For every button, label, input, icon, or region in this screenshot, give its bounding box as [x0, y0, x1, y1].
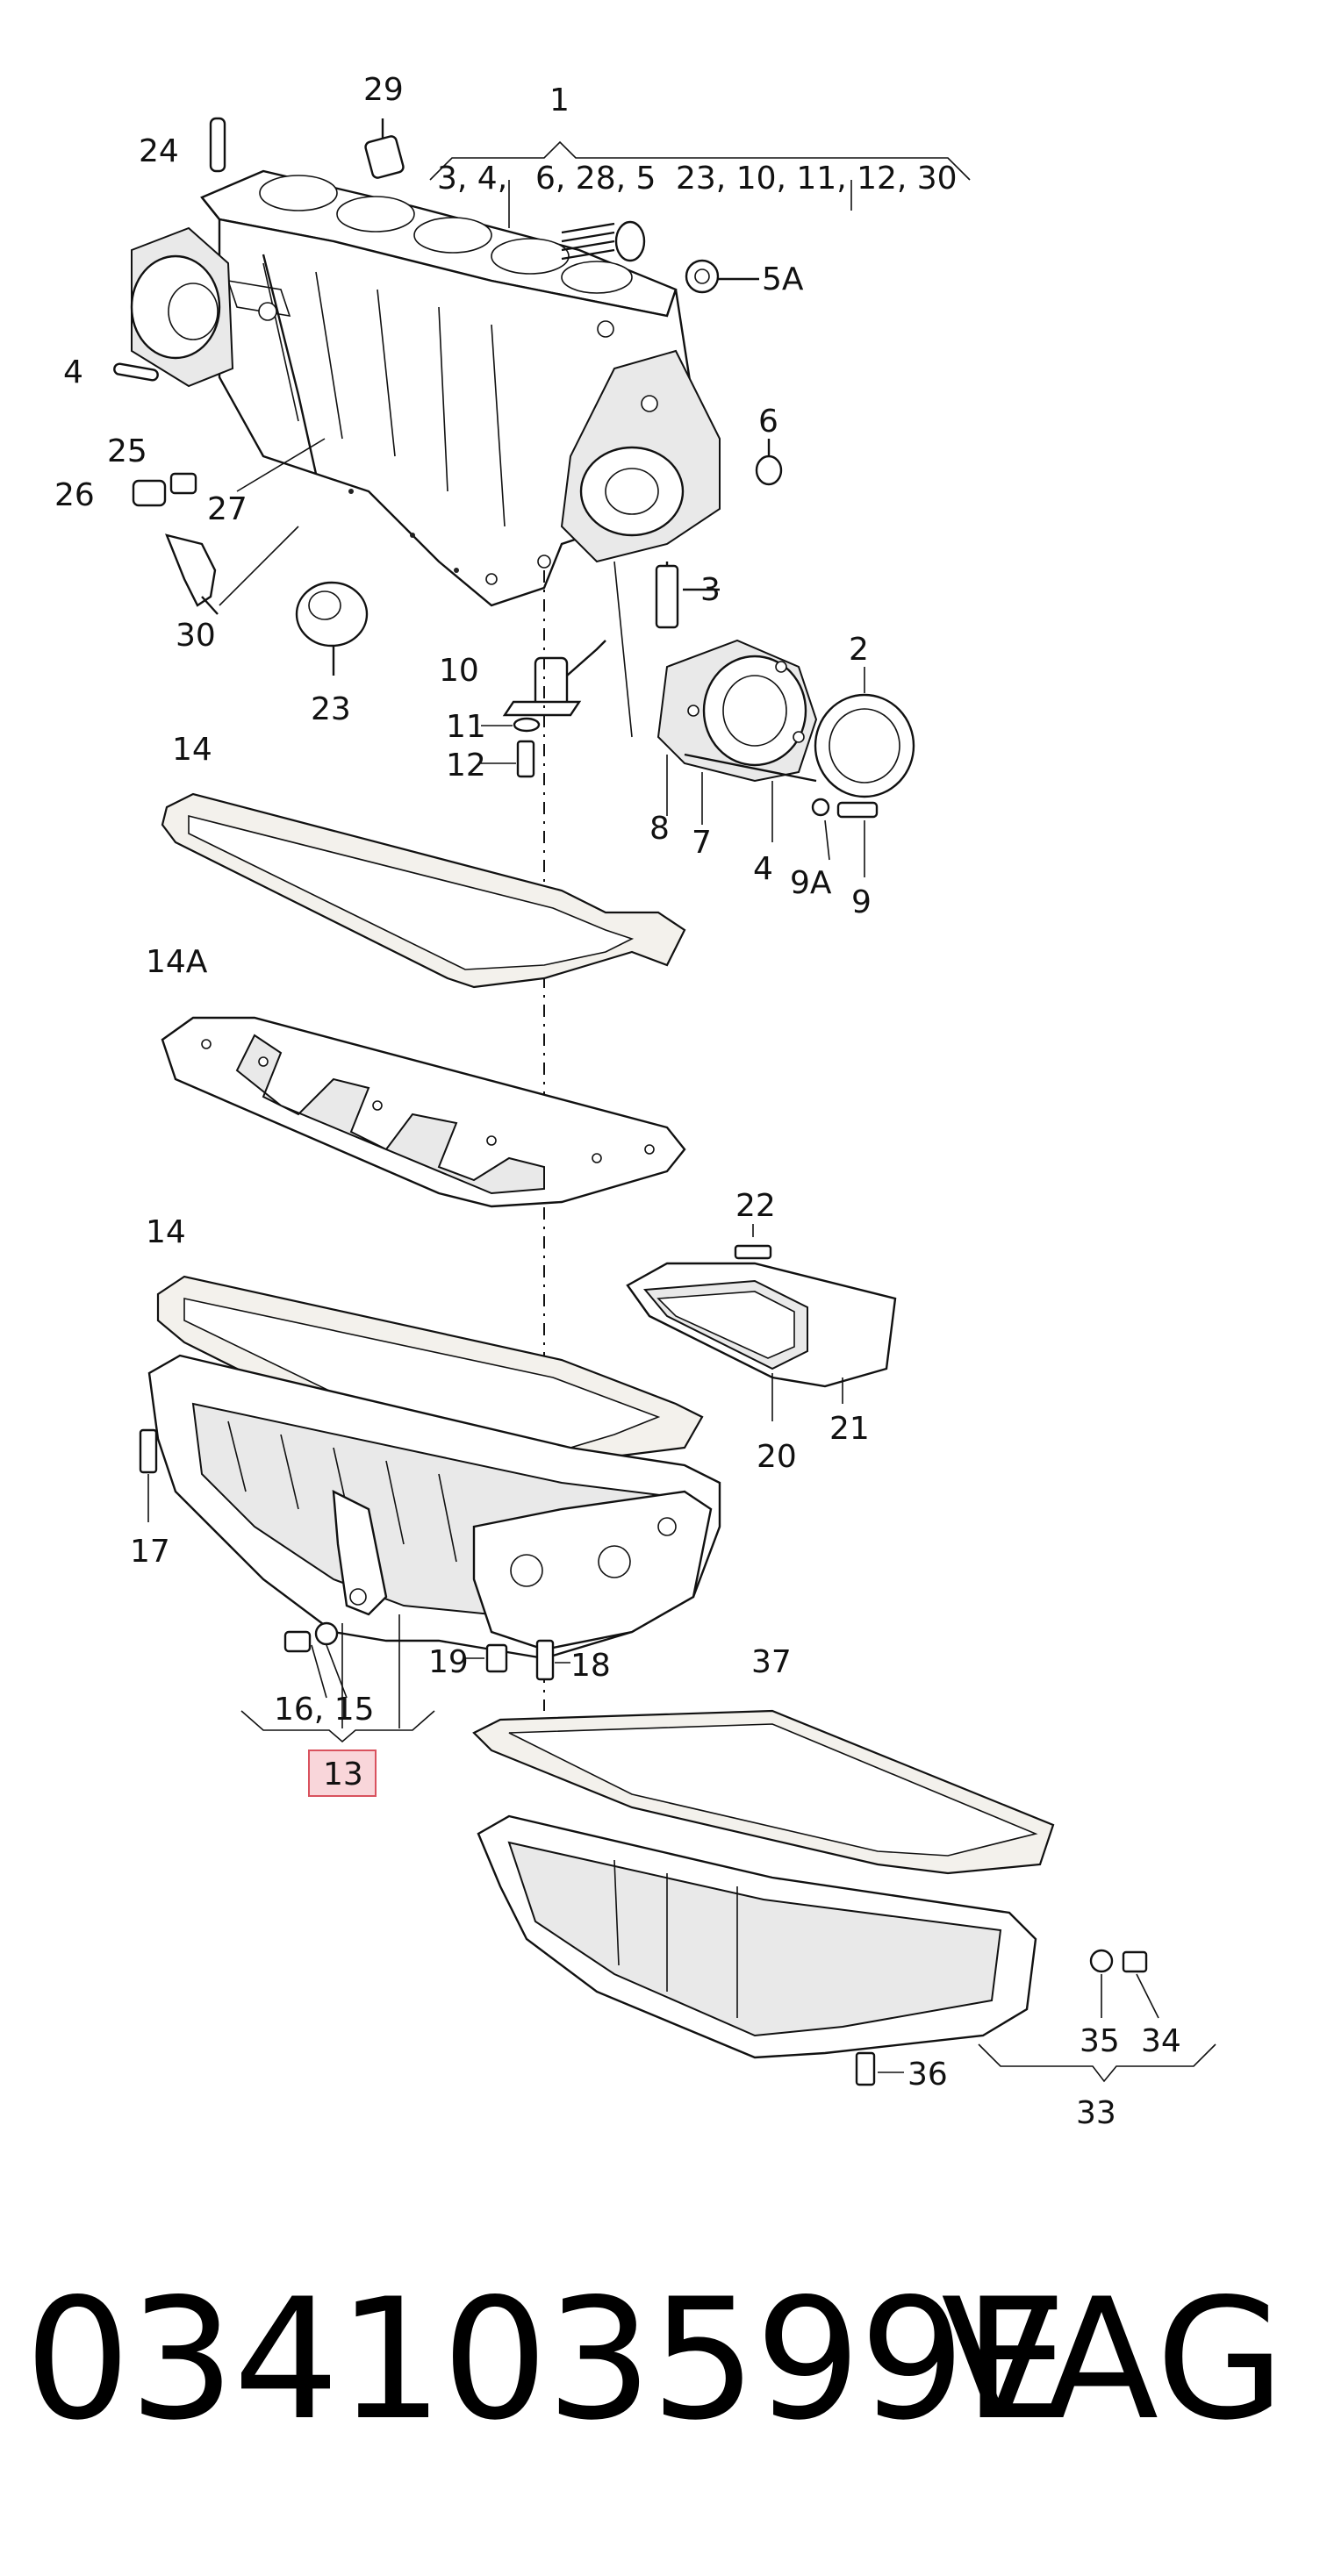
- label-19: 19: [428, 1644, 469, 1680]
- oil-pan-13: [139, 1354, 721, 1743]
- label-1-list-right: 23, 10, 11, 12, 30: [676, 161, 958, 197]
- label-24: 24: [139, 133, 179, 169]
- label-35: 35: [1080, 2023, 1120, 2059]
- label-4-left: 4: [63, 354, 83, 390]
- exploded-parts-diagram: 1 3, 4, 6, 28, 5 23, 10, 11, 12, 30 2 3 …: [54, 72, 1216, 2131]
- gasket-14-upper: [161, 792, 686, 989]
- cover-20-21: [626, 1224, 897, 1421]
- bracket-1: [429, 140, 971, 181]
- engine-block: [130, 169, 721, 607]
- label-29: 29: [363, 72, 404, 108]
- label-14A: 14A: [146, 944, 208, 980]
- gasket-37: [472, 1709, 1055, 1875]
- label-6: 6: [758, 404, 778, 440]
- label-23: 23: [311, 691, 351, 727]
- label-2: 2: [849, 632, 869, 668]
- label-14-lower: 14: [146, 1214, 186, 1250]
- label-18: 18: [570, 1648, 611, 1684]
- label-27: 27: [207, 491, 248, 527]
- label-10: 10: [439, 653, 479, 689]
- label-1: 1: [549, 82, 570, 118]
- label-37: 37: [751, 1644, 792, 1680]
- label-8: 8: [649, 811, 670, 847]
- label-1-list-left: 3, 4,: [437, 161, 507, 197]
- label-30: 30: [176, 618, 216, 654]
- label-9A: 9A: [790, 865, 832, 901]
- highlight-box: [308, 1750, 377, 1797]
- label-26: 26: [54, 477, 95, 513]
- label-3: 3: [700, 572, 721, 608]
- label-11: 11: [446, 709, 486, 745]
- label-21: 21: [829, 1411, 870, 1447]
- label-5A: 5A: [762, 261, 804, 297]
- label-20: 20: [757, 1439, 797, 1475]
- highlighted-part-13[interactable]: 13: [308, 1750, 377, 1797]
- label-36: 36: [908, 2057, 948, 2093]
- label-34: 34: [1141, 2023, 1181, 2059]
- baffle-14A: [161, 1016, 686, 1208]
- label-13: 13: [323, 1757, 363, 1792]
- label-25: 25: [107, 433, 147, 469]
- label-17: 17: [130, 1534, 170, 1570]
- footer: 034103599E VAG: [0, 2277, 1320, 2505]
- oil-pan-33: [477, 1814, 1216, 2086]
- part-number: 034103599E: [25, 2263, 1069, 2457]
- label-9: 9: [851, 884, 872, 920]
- label-7: 7: [692, 825, 712, 861]
- seal-assembly: [613, 561, 915, 877]
- label-33: 33: [1076, 2095, 1116, 2131]
- small-parts-top: [113, 117, 783, 676]
- label-4-right: 4: [753, 851, 773, 887]
- label-16-15: 16, 15: [274, 1692, 375, 1728]
- cylinder-bores: [259, 175, 633, 294]
- label-1-list-mid: 6, 28, 5: [535, 161, 656, 197]
- label-22: 22: [735, 1188, 776, 1224]
- label-14-upper: 14: [172, 732, 212, 768]
- label-12: 12: [446, 748, 486, 784]
- brand-name: VAG: [941, 2263, 1285, 2457]
